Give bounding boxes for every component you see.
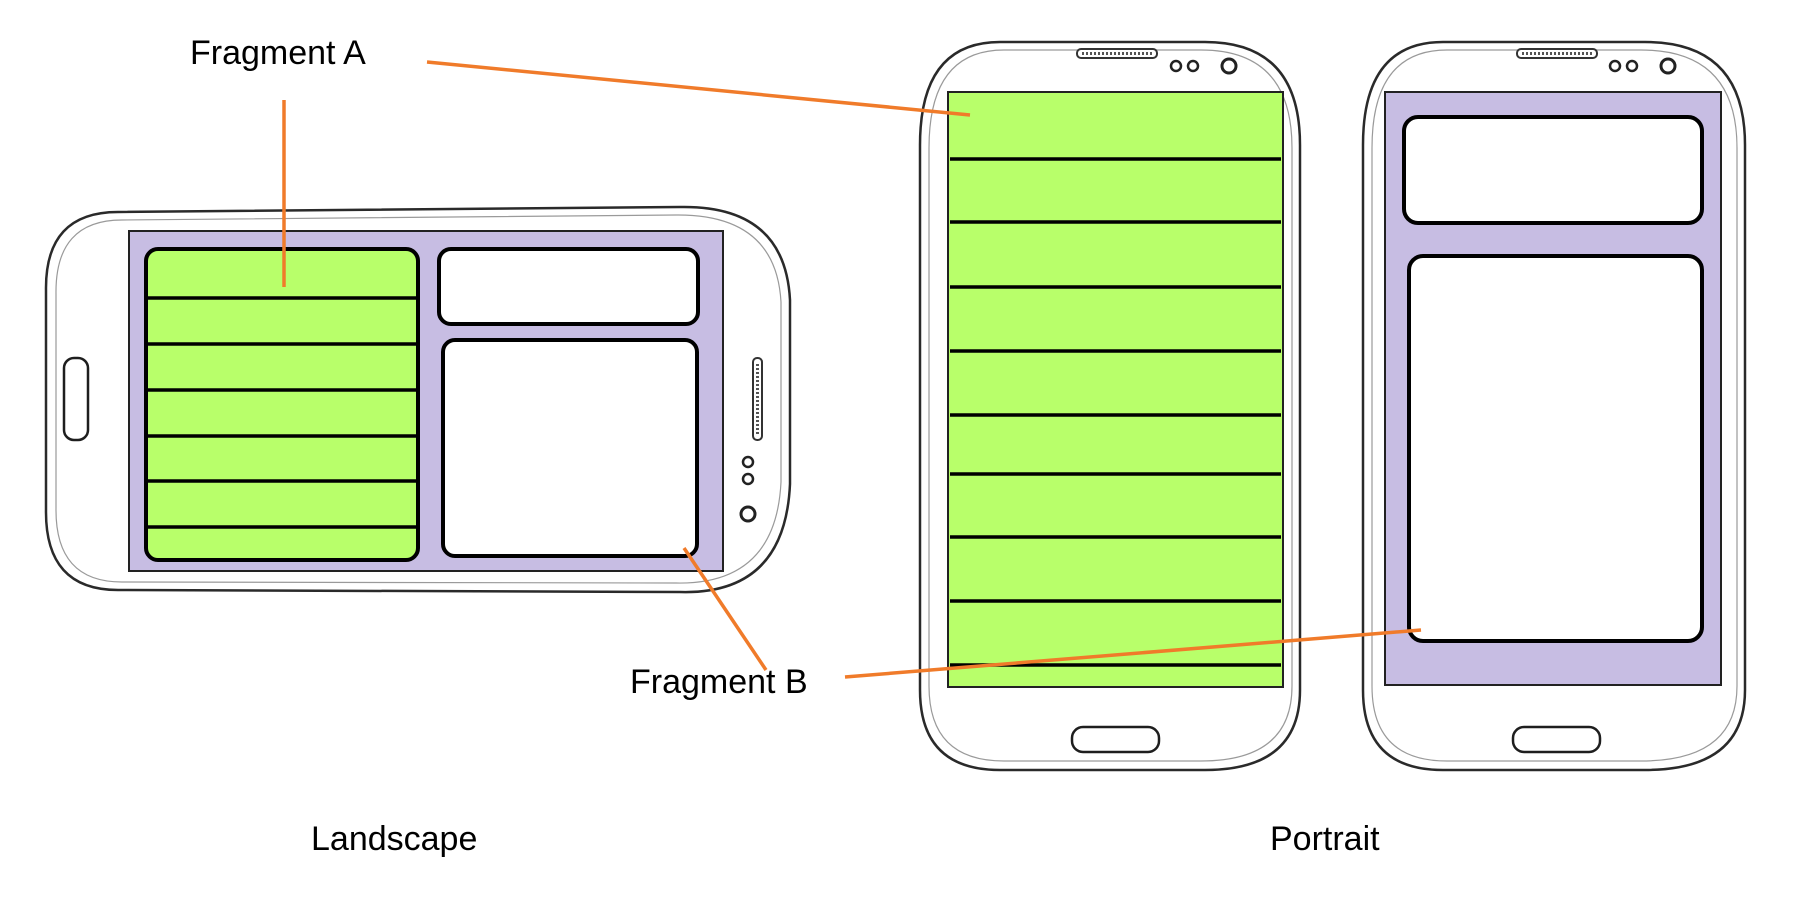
sensor-dots-icon (1169, 59, 1200, 73)
home-button-icon[interactable] (1070, 725, 1161, 754)
sensor-dots-icon (1608, 59, 1639, 73)
landscape-fragment-b-header (437, 247, 700, 326)
portrait-phone-b-body-inner-line (1371, 49, 1738, 762)
landscape-fragment-a (144, 247, 420, 562)
portrait-fragment-a (947, 91, 1284, 688)
leader-lines (282, 60, 1422, 679)
front-camera-icon (1220, 57, 1238, 75)
home-button-icon[interactable] (1511, 725, 1602, 754)
portrait-fragment-a-screen (947, 91, 1284, 688)
portrait-phone-a-body-inner-line (928, 49, 1293, 762)
portrait-phone-a (918, 40, 1302, 772)
speaker-grille-icon (1076, 48, 1158, 59)
portrait-caption: Portrait (1270, 820, 1380, 858)
fragment-b-label: Fragment B (630, 663, 808, 701)
portrait-phone-b (1361, 40, 1747, 772)
fragment-b-leader-portrait (844, 628, 1422, 679)
landscape-phone (44, 205, 792, 594)
landscape-caption: Landscape (311, 820, 477, 858)
portrait-fragment-b-header (1402, 115, 1704, 225)
landscape-fragment-a-panel (144, 247, 420, 562)
speaker-grille-icon (1516, 48, 1598, 59)
landscape-fragment-b-panel (441, 338, 699, 558)
front-camera-icon (1659, 57, 1677, 75)
fragment-a-leader-portrait (426, 60, 971, 117)
fragment-b-leader-landscape (682, 547, 768, 671)
sensor-dots-icon (741, 455, 755, 486)
front-camera-icon (739, 505, 757, 523)
landscape-phone-body-inner-line (55, 214, 782, 584)
speaker-grille-icon (752, 357, 763, 441)
home-button-icon[interactable] (62, 356, 90, 442)
fragment-a-label: Fragment A (190, 34, 366, 72)
portrait-fragment-b-panel (1407, 254, 1704, 643)
